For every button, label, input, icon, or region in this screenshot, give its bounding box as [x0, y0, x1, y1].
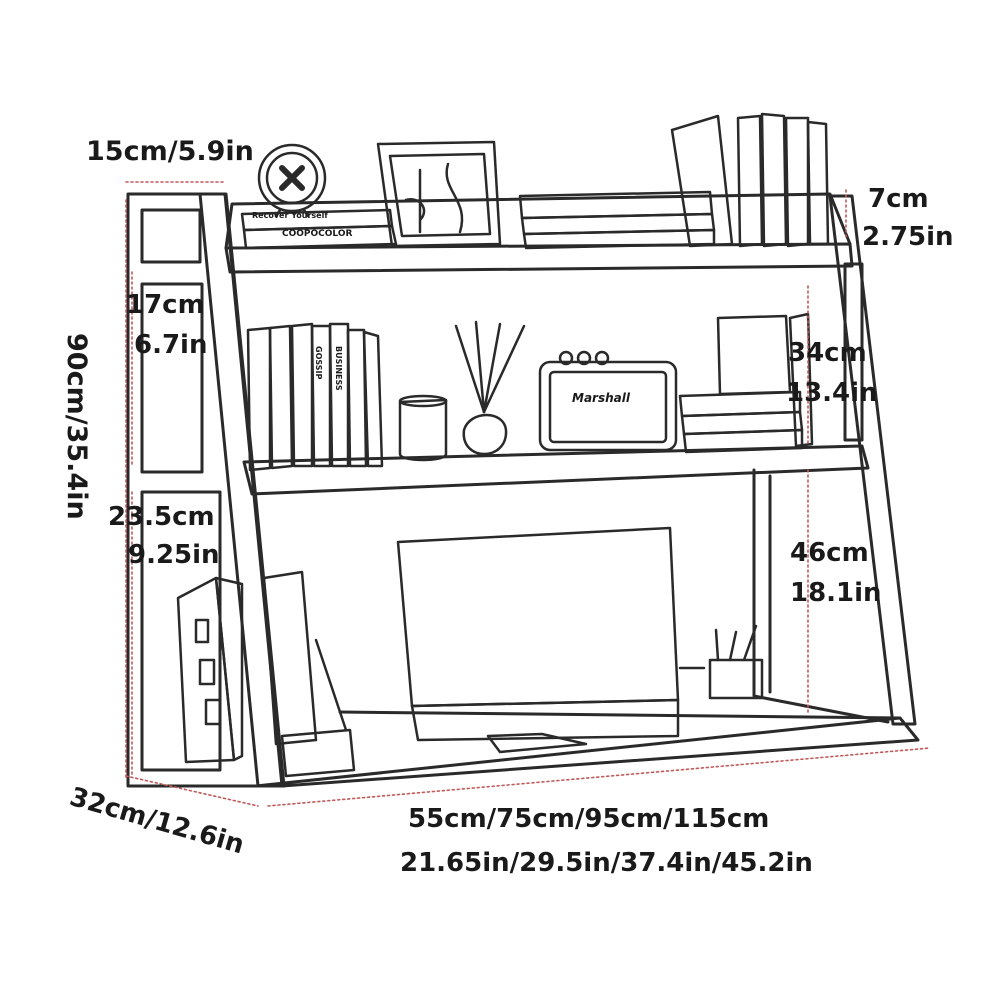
label-lower-side-cm: 23.5cm — [108, 502, 215, 532]
monitor — [396, 526, 680, 708]
book-title-2: COOPOCOLOR — [282, 229, 353, 239]
label-top-depth: 15cm/5.9in — [86, 136, 254, 167]
label-lower-height-in: 18.1in — [790, 578, 882, 608]
left-window-top — [140, 208, 202, 264]
book-upright — [670, 114, 734, 248]
dimension-lines — [125, 181, 931, 807]
label-upper-side-in: 6.7in — [134, 330, 208, 360]
middle-shelf-props — [246, 312, 814, 472]
mug — [398, 398, 448, 462]
monitor-stand — [486, 732, 588, 754]
top-shelf-props — [240, 112, 830, 250]
label-lower-side-in: 9.25in — [128, 540, 220, 570]
label-width-in: 21.65in/29.5in/37.4in/45.2in — [400, 848, 813, 878]
label-total-height: 90cm/35.4in — [61, 333, 92, 520]
picture-frame — [376, 140, 502, 248]
pen-cup — [708, 658, 764, 700]
books-left-group — [246, 326, 272, 472]
book-title-3: GOSSIP — [314, 346, 323, 380]
label-middle-height-in: 13.4in — [786, 378, 878, 408]
label-middle-height-cm: 34cm — [788, 338, 867, 368]
base-depth-line — [125, 775, 259, 807]
speaker — [538, 360, 678, 452]
label-lower-height-cm: 46cm — [790, 538, 869, 568]
desk-clock — [257, 143, 327, 213]
file-folder — [262, 570, 318, 746]
middle-shelf-board — [242, 444, 870, 496]
speaker-brand: Marshall — [572, 391, 630, 405]
base-board — [254, 716, 920, 788]
right-side-leg — [828, 194, 917, 726]
label-upper-side-cm: 17cm — [126, 290, 205, 320]
book-title-4: BUSINESS — [334, 346, 343, 391]
book-title-1: Recover Yourself — [252, 211, 328, 220]
label-back-height-cm: 7cm — [868, 184, 929, 214]
label-width-cm: 55cm/75cm/95cm/115cm — [408, 804, 770, 834]
lower-props — [176, 526, 764, 778]
reed-diffuser — [462, 413, 508, 456]
file-organizer — [280, 728, 356, 778]
label-back-height-in: 2.75in — [862, 222, 954, 252]
left-window-middle — [140, 282, 204, 474]
width-line — [267, 747, 931, 807]
shelf-frame — [126, 192, 920, 788]
